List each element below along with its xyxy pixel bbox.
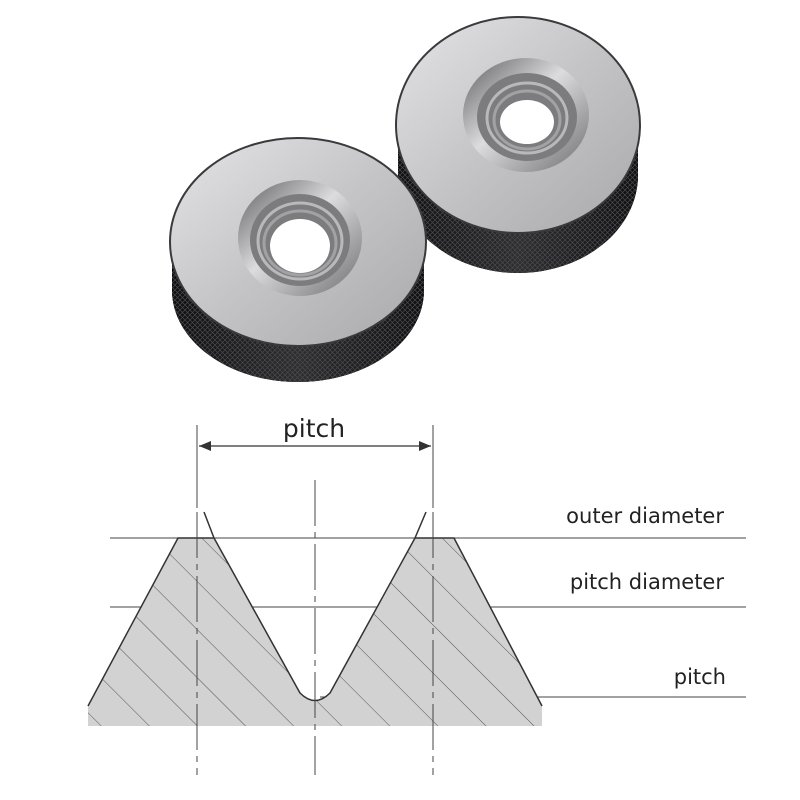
pitch-diameter-label: pitch diameter bbox=[570, 570, 724, 594]
ring-gauge-right bbox=[395, 16, 641, 273]
outer-diameter-label: outer diameter bbox=[566, 504, 724, 528]
pitch-side-label: pitch bbox=[674, 665, 726, 689]
thread-profile-diagram: pitch outer diameter pitch diameter pitc… bbox=[87, 414, 746, 775]
pitch-dimension-arrow bbox=[199, 441, 431, 451]
pitch-top-label: pitch bbox=[283, 414, 345, 443]
ring-gauge-left bbox=[169, 137, 427, 382]
